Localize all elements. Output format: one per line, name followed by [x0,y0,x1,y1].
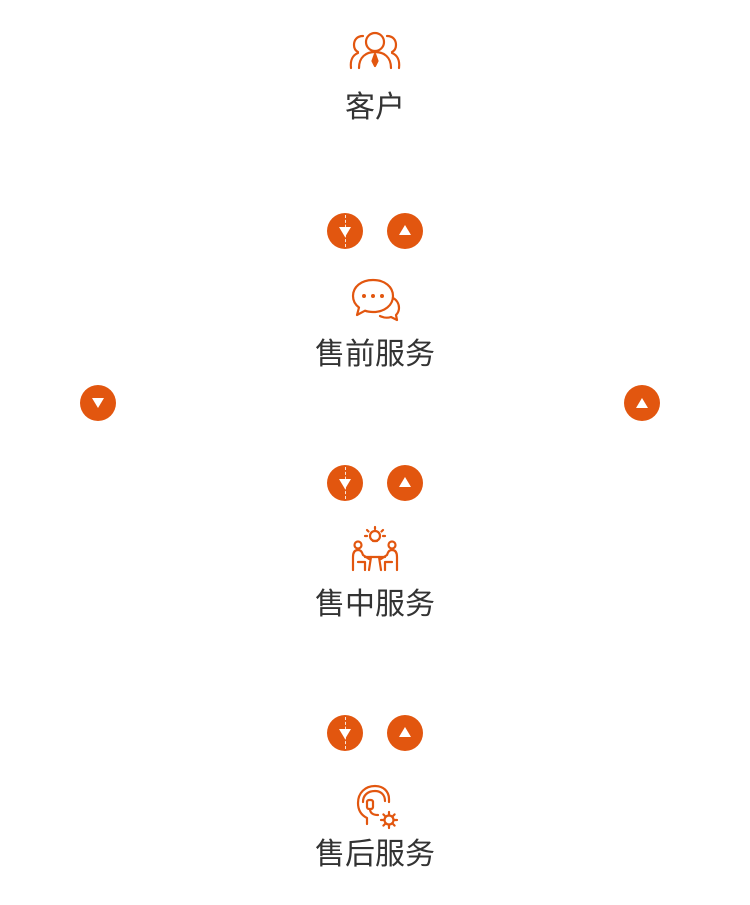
stage-label-aftersales: 售后服务 [315,837,435,872]
up-arrow-icon [636,398,648,408]
stage-label-customer: 客户 [345,90,405,125]
customer-group-icon [345,24,405,80]
meeting-table-idea-icon [345,524,405,580]
stage-label-insales: 售中服务 [315,587,435,622]
down-arrow-button[interactable] [327,465,363,501]
chat-bubbles-icon [345,272,405,328]
up-arrow-button[interactable] [387,213,423,249]
down-arrow-button[interactable] [327,213,363,249]
side-up-arrow-button[interactable] [624,385,660,421]
up-arrow-button[interactable] [387,715,423,751]
up-arrow-button[interactable] [387,465,423,501]
side-down-arrow-button[interactable] [80,385,116,421]
up-arrow-icon [399,727,411,737]
down-arrow-button[interactable] [327,715,363,751]
up-arrow-icon [399,225,411,235]
support-headset-gear-icon [345,780,405,836]
down-arrow-icon [92,398,104,408]
stage-label-presales: 售前服务 [315,337,435,372]
up-arrow-icon [399,477,411,487]
